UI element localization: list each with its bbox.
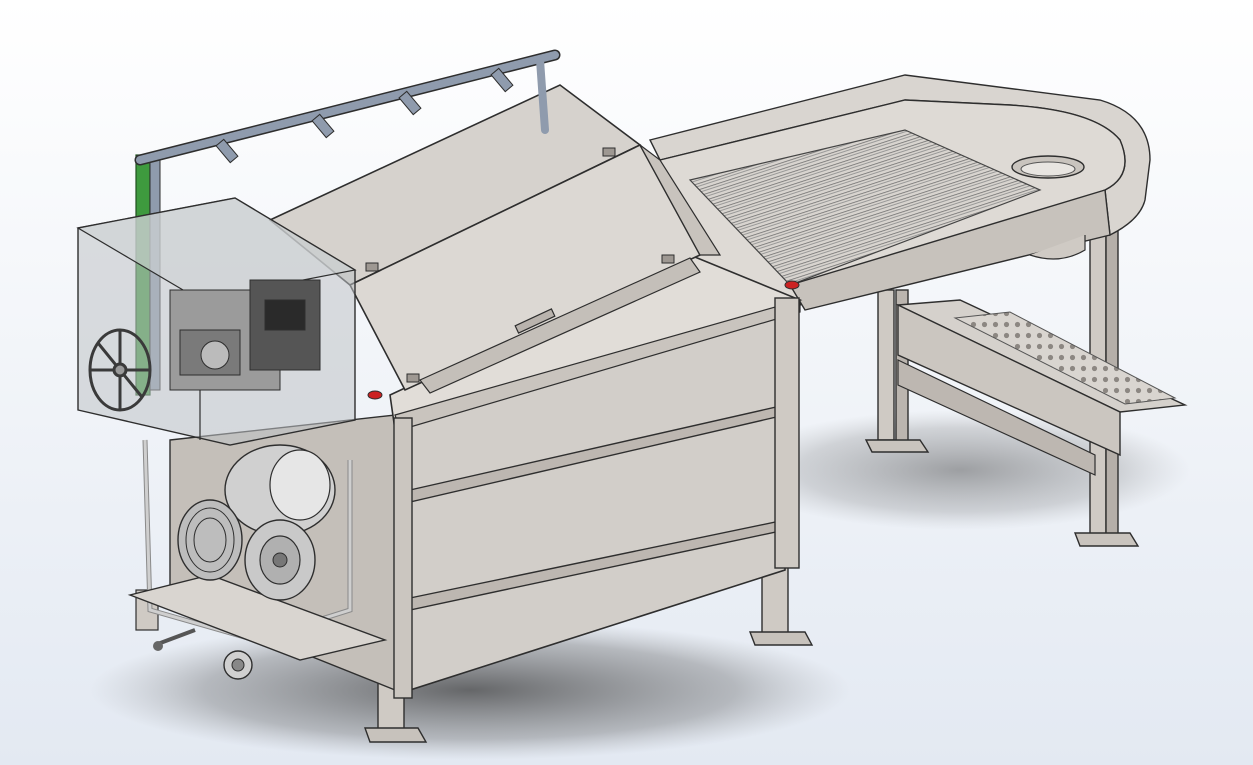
emergency-stop-button[interactable] [367,390,383,400]
motor-base-plate [127,574,388,661]
pump-motor [127,439,388,680]
hopper-lid [268,84,722,394]
lid-hinges [365,147,675,383]
spray-nozzles [215,67,514,164]
cooling-fins [185,507,235,573]
emergency-stop-button[interactable] [784,280,800,290]
lid-side-window [639,144,722,256]
floor-shadow [90,410,1190,760]
engine-enclosure [76,197,357,446]
lid-handle[interactable] [514,308,556,334]
gearbox [169,279,321,391]
perforated-tray [895,299,1188,476]
table-grating [688,129,1042,286]
sorting-table [648,74,1188,547]
hand-wheel[interactable] [88,328,152,412]
